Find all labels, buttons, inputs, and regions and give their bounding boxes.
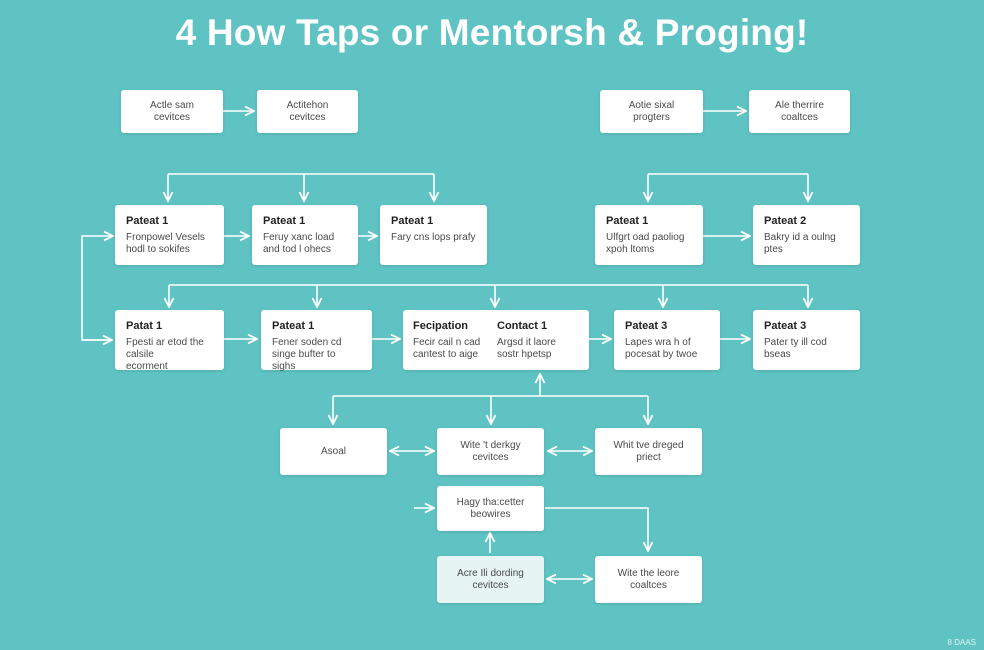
node-r3c-right-line2: sostr hpetsp	[497, 349, 552, 360]
node-r2e-line1: Bakry id a oulng	[764, 232, 836, 243]
node-b2[interactable]: Acre Ili dording cevitces	[437, 556, 544, 603]
node-r2a-line1: Fronpowel Vesels	[126, 232, 205, 243]
node-r3b[interactable]: Pateat 1 Fener soden cd singe bufter to …	[261, 310, 372, 372]
node-b2-line2: cevitces	[472, 579, 509, 591]
node-r3c-left-line2: cantest to aige	[413, 349, 479, 360]
node-r3a-line1: Fpesti ar etod the	[126, 337, 204, 348]
loop-left	[81, 236, 113, 341]
node-r3b-line2: singe bufter to	[272, 349, 336, 360]
node-top2[interactable]: Actitehon cevitces	[257, 90, 358, 133]
node-r3e-line1: Pater ty ill cod	[764, 337, 827, 348]
node-r3c-right-line1: Argsd it laore	[497, 337, 556, 348]
node-b2-line1: Acre Ili dording	[457, 567, 524, 579]
node-r3a-header: Patat 1	[126, 320, 163, 332]
node-r3e-line2: bseas	[764, 349, 791, 360]
node-r2e[interactable]: Pateat 2 Bakry id a oulng ptes	[753, 205, 860, 265]
node-r3a[interactable]: Patat 1 Fpesti ar etod the calsile ecorm…	[115, 310, 224, 372]
node-top1[interactable]: Actle sam cevitces	[121, 90, 223, 133]
node-r2a[interactable]: Pateat 1 Fronpowel Vesels hodl to sokife…	[115, 205, 224, 265]
node-top3[interactable]: Aotie sixal progters	[600, 90, 703, 133]
watermark: 8 DAAS	[947, 638, 976, 647]
node-r3c-left-line1: Fecir cail n cad	[413, 337, 481, 348]
node-r3d-line2: pocesat by twoe	[625, 349, 698, 360]
node-top3-line1: Aotie sixal	[628, 99, 675, 111]
node-top3-line2: progters	[633, 111, 670, 123]
node-r2c-header: Pateat 1	[391, 215, 434, 227]
node-r3b-line1: Fener soden cd	[272, 337, 342, 348]
node-top2-line2: cevitces	[289, 111, 326, 123]
node-top1-line1: Actle sam	[150, 99, 194, 111]
node-b1[interactable]: Hagy tha:cetter beowires	[437, 486, 544, 531]
node-b3[interactable]: Wite the leore coaltces	[595, 556, 702, 603]
node-r3c-left-header: Fecipation	[413, 320, 469, 332]
node-m3[interactable]: Whit tve dreged priect	[595, 428, 702, 475]
node-m2-line1: Wite 't derkgy	[460, 439, 521, 451]
node-top4[interactable]: Ale therrire coaltces	[749, 90, 850, 133]
node-r2b-line1: Feruy xanc load	[263, 232, 335, 243]
node-r2a-line2: hodl to sokifes	[126, 244, 190, 255]
node-r2d-line1: Ulfgrt oad paoliog	[606, 232, 685, 243]
node-r3d[interactable]: Pateat 3 Lapes wra h of pocesat by twoe	[614, 310, 720, 370]
node-r2d-header: Pateat 1	[606, 215, 649, 227]
node-r3d-line1: Lapes wra h of	[625, 337, 691, 348]
node-b1-line1: Hagy tha:cetter	[456, 496, 525, 508]
node-r2c[interactable]: Pateat 1 Fary cns lops prafy	[380, 205, 487, 265]
node-b3-line1: Wite the leore	[617, 567, 680, 579]
node-m3-line1: Whit tve dreged	[613, 439, 684, 451]
node-r3a-line3: ecorment	[126, 361, 168, 372]
node-r3c-left: Fecipation Fecir cail n cad cantest to a…	[413, 320, 497, 364]
node-m1-line1: Asoal	[320, 445, 346, 457]
node-r3a-line2: calsile	[126, 349, 154, 360]
node-r3c-right-header: Contact 1	[497, 320, 548, 332]
node-b3-line2: coaltces	[630, 579, 667, 591]
node-r2b-header: Pateat 1	[263, 215, 306, 227]
node-top4-line1: Ale therrire	[775, 99, 824, 111]
node-r3e-header: Pateat 3	[764, 320, 807, 332]
node-r3e[interactable]: Pateat 3 Pater ty ill cod bseas	[753, 310, 860, 370]
page-title: 4 How Taps or Mentorsh & Proging!	[175, 12, 809, 53]
arrow-b1-b3	[545, 507, 648, 551]
node-r3b-header: Pateat 1	[272, 320, 315, 332]
node-m3-line2: priect	[636, 451, 661, 463]
node-r3c[interactable]: Fecipation Fecir cail n cad cantest to a…	[403, 310, 589, 370]
node-r2c-line1: Fary cns lops prafy	[391, 232, 476, 243]
node-r2b[interactable]: Pateat 1 Feruy xanc load and tod l ohecs	[252, 205, 358, 265]
node-r2a-header: Pateat 1	[126, 215, 169, 227]
node-m2[interactable]: Wite 't derkgy cevitces	[437, 428, 544, 475]
node-r3d-header: Pateat 3	[625, 320, 668, 332]
node-top1-line2: cevitces	[153, 111, 191, 123]
node-r2d-line2: xpoh ltoms	[606, 244, 655, 255]
node-r2e-header: Pateat 2	[764, 215, 807, 227]
node-b1-line2: beowires	[470, 508, 511, 520]
node-top2-line1: Actitehon	[286, 99, 329, 111]
node-m1[interactable]: Asoal	[280, 428, 387, 475]
node-r2e-line2: ptes	[764, 244, 783, 255]
node-m2-line2: cevitces	[472, 451, 509, 463]
node-r2d[interactable]: Pateat 1 Ulfgrt oad paoliog xpoh ltoms	[595, 205, 703, 265]
node-top4-line2: coaltces	[781, 111, 818, 123]
node-r3c-right: Contact 1 Argsd it laore sostr hpetsp	[497, 320, 581, 364]
node-r2b-line2: and tod l ohecs	[263, 244, 331, 255]
node-r3b-line3: sighs	[272, 361, 296, 372]
